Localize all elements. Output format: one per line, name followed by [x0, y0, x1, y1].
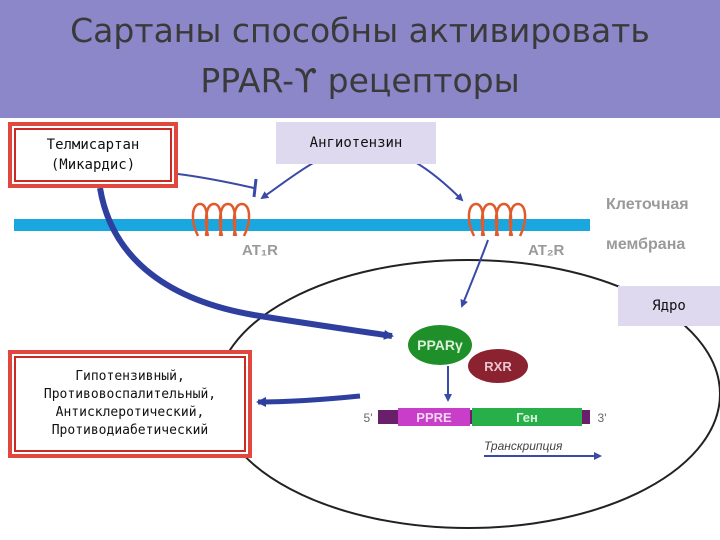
effect-item-4: Противодиабетический: [51, 423, 209, 438]
arrow-at2r-to-ppar: [460, 239, 489, 308]
slide-title: Сартаны способны активировать PPAR-ϒ рец…: [0, 6, 720, 106]
at2r-receptor-icon: [467, 202, 527, 237]
arrow-telmisartan-to-ppar: [97, 187, 394, 340]
membrane-label-2: мембрана: [606, 236, 686, 253]
at2r-label: AT₂R: [528, 242, 565, 259]
effect-item-3: Антисклеротический,: [55, 405, 205, 420]
arrow-nucleus-to-effects: [256, 393, 361, 407]
transcription-label: Транскрипция: [484, 439, 563, 453]
ppre-label: PPRE: [416, 410, 452, 425]
rxr-label: RXR: [484, 359, 512, 374]
ppre-segment: [398, 408, 470, 426]
block-telmisartan-to-at1r: [177, 173, 255, 189]
angiotensin-box: Ангиотензин: [276, 122, 436, 164]
three-prime-label: 3': [598, 411, 607, 425]
arrow-angiotensin-to-at1r: [260, 161, 316, 200]
title-line-1: Сартаны способны активировать: [70, 11, 650, 50]
nucleus-box: Ядро: [618, 286, 720, 326]
membrane-label-1: Клеточная: [606, 196, 689, 213]
at1r-receptor-icon: [191, 202, 251, 237]
gene-label: Ген: [516, 410, 538, 425]
telmisartan-line-2: (Микардис): [50, 157, 136, 173]
nucleus-label: Ядро: [652, 298, 686, 314]
ppar-label: PPARγ: [417, 337, 463, 353]
title-band: [0, 0, 720, 118]
telmisartan-line-1: Телмисартан: [46, 137, 140, 153]
title-line-2: PPAR-ϒ рецепторы: [200, 61, 520, 100]
effect-item-2: Противовоспалительный,: [43, 387, 217, 402]
effects-box: Гипотензивный, Противовоспалительный, Ан…: [8, 350, 252, 458]
effect-item-1: Гипотензивный,: [75, 369, 185, 384]
cell-membrane: [14, 219, 590, 231]
angiotensin-label: Ангиотензин: [309, 135, 403, 151]
rxr-node: [468, 349, 528, 383]
ppar-gamma-node: [408, 325, 472, 365]
arrow-angiotensin-to-at2r: [414, 161, 464, 202]
gene-segment: [472, 408, 582, 426]
five-prime-label: 5': [364, 411, 373, 425]
at1r-label: AT₁R: [242, 242, 278, 259]
block-bar-icon: [252, 178, 258, 198]
telmisartan-box: Телмисартан (Микардис): [8, 122, 178, 188]
